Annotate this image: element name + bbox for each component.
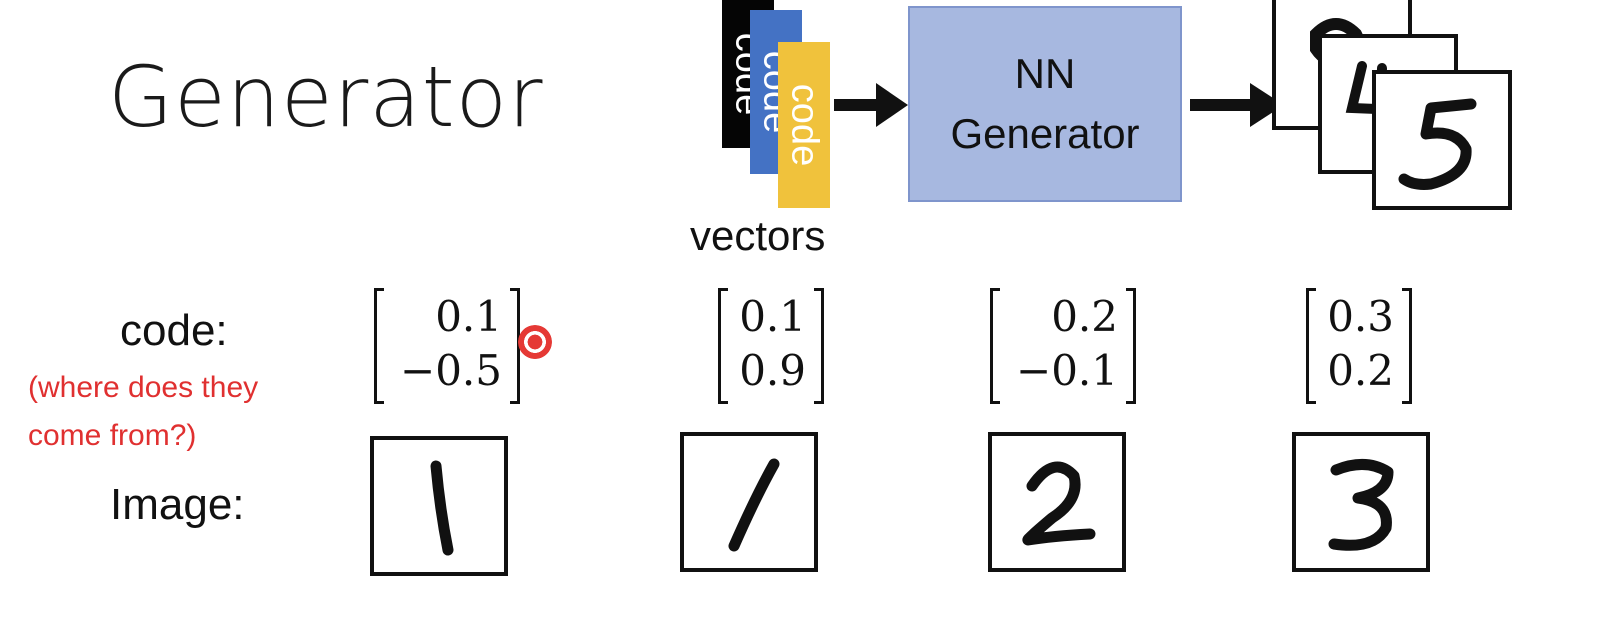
image-digit-1-slanted xyxy=(680,432,818,572)
generator-label: Generator xyxy=(950,110,1140,157)
code-card-yellow: code xyxy=(778,42,830,208)
nn-label: NN xyxy=(1014,50,1076,97)
output-image-5 xyxy=(1372,70,1512,210)
image-digit-1 xyxy=(370,436,508,576)
digit-1-icon xyxy=(430,460,454,556)
vectors-label: vectors xyxy=(690,212,826,259)
nn-generator-box: NN Generator xyxy=(908,6,1182,202)
code-source-note: (where does they come from?) xyxy=(28,371,259,452)
code-row-label: code: xyxy=(120,306,228,355)
digit-3-icon xyxy=(1328,459,1394,551)
image-digit-3 xyxy=(1292,432,1430,572)
digit-5-icon xyxy=(1398,98,1477,190)
image-digit-2 xyxy=(988,432,1126,572)
code-vector-3: 0.2−0.1 xyxy=(990,288,1136,406)
image-row-label: Image: xyxy=(110,480,245,529)
digit-2-icon xyxy=(1022,461,1096,546)
slide-title: Generator xyxy=(108,48,544,146)
arrow-to-images xyxy=(1190,83,1284,127)
pointer-cursor xyxy=(518,325,552,359)
code-vector-1: 0.1−0.5 xyxy=(374,288,520,406)
arrow-to-generator xyxy=(834,83,908,127)
digit-1-slanted-icon xyxy=(728,458,780,552)
